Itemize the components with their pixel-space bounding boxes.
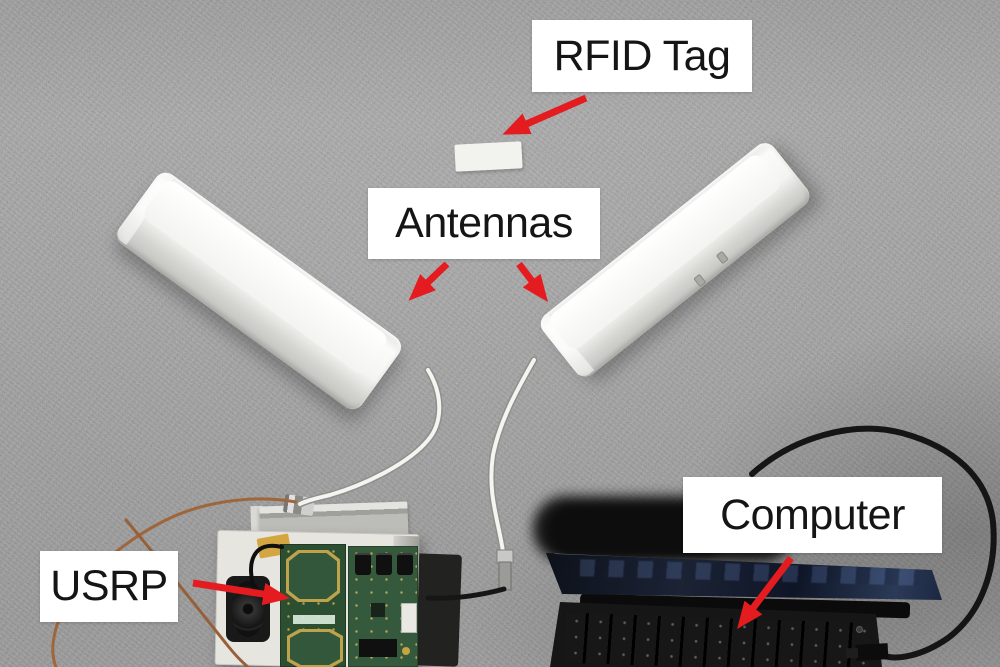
capacitor — [355, 553, 371, 575]
label-antennas: Antennas — [368, 188, 600, 259]
label-usrp: USRP — [40, 551, 178, 622]
rfid-tag — [454, 141, 523, 172]
laptop-power-button — [856, 626, 863, 633]
capacitor — [397, 553, 413, 575]
white-connector — [401, 603, 417, 633]
pcb-gold-outline — [286, 550, 340, 602]
usrp-motherboard — [348, 546, 418, 667]
usrp-fan — [226, 576, 270, 642]
label-rfid-tag: RFID Tag — [532, 20, 752, 92]
pcb-gold-outline — [287, 629, 343, 667]
antenna-screw — [715, 250, 729, 265]
ic-chip — [371, 603, 385, 617]
laptop-keyboard — [563, 612, 871, 667]
laptop-computer — [530, 540, 1000, 667]
black-connector — [359, 639, 397, 657]
gold-pad — [402, 647, 410, 655]
fan-blades — [231, 581, 265, 637]
usrp-daughterboard — [280, 544, 346, 667]
label-computer: Computer — [683, 477, 942, 553]
screen-reflections — [579, 559, 921, 586]
pcb-sticker — [293, 615, 335, 624]
usrp-device — [214, 490, 470, 667]
capacitor — [376, 553, 392, 575]
